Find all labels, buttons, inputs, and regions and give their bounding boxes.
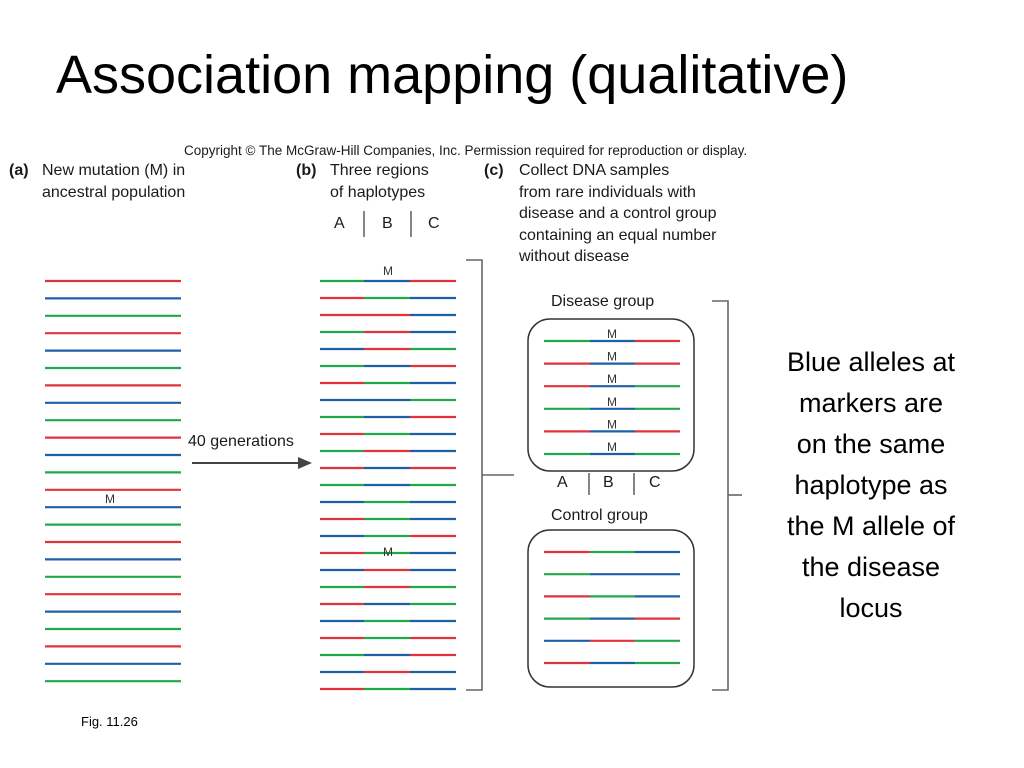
group-region-label-c: C [649, 474, 661, 491]
mutation-marker: M [607, 440, 617, 454]
panel-c-caption-line: containing an equal number [519, 226, 717, 244]
groups-bracket [712, 300, 729, 691]
disease-group-label: Disease group [551, 293, 655, 310]
panel-c-caption-line: disease and a control group [519, 205, 717, 222]
control-group-box [527, 529, 695, 688]
panel-b-caption-line: of haplotypes [330, 183, 426, 201]
side-note: Blue alleles at markers are on the same … [756, 342, 986, 629]
mutation-marker: M [607, 395, 617, 409]
panel-c-caption-line: Collect DNA samples [519, 162, 670, 179]
panel-a-caption: New mutation (M) in ancestral population [42, 160, 185, 203]
mutation-marker: M [383, 264, 393, 278]
mutation-marker: M [105, 492, 115, 506]
panel-c-label: (c) [484, 162, 504, 179]
copyright-notice: Copyright © The McGraw-Hill Companies, I… [184, 143, 748, 158]
side-note-line: markers are [798, 388, 944, 418]
region-label-a: A [334, 215, 345, 232]
panel-a-caption-line: New mutation (M) in [42, 162, 186, 179]
panel-a-caption-line: ancestral population [42, 183, 186, 201]
group-region-label-a: A [557, 474, 568, 491]
panel-c-caption-line: without disease [519, 248, 630, 265]
mutation-marker: M [607, 417, 617, 431]
group-region-label-b: B [603, 474, 614, 491]
arrow-head-icon [298, 457, 312, 469]
region-label-c: C [428, 215, 440, 232]
panel-a-label: (a) [9, 162, 29, 179]
slide-title: Association mapping (qualitative) [56, 45, 849, 105]
figure-caption: Fig. 11.26 [81, 714, 138, 729]
population-bracket [466, 259, 483, 691]
panel-c-caption-line: from rare individuals with [519, 183, 696, 201]
control-group-label: Control group [551, 507, 648, 524]
panel-b-label: (b) [296, 162, 317, 179]
side-note-line: Blue alleles at [786, 347, 956, 377]
generations-label: 40 generations [188, 433, 294, 450]
mutation-marker: M [383, 545, 393, 559]
side-note-line: the M allele of [786, 511, 956, 541]
side-note-line: on the same [796, 429, 946, 459]
region-label-b: B [382, 215, 393, 232]
mutation-marker: M [607, 372, 617, 386]
disease-group-box [527, 318, 695, 472]
side-note-line: the disease [801, 552, 941, 582]
side-note-line: haplotype as [794, 470, 948, 500]
mutation-marker: M [607, 327, 617, 341]
side-note-line: locus [839, 593, 903, 623]
mutation-marker: M [607, 350, 617, 364]
panel-b-caption: Three regions of haplotypes [330, 160, 429, 203]
panel-b-caption-line: Three regions [330, 162, 429, 179]
panel-c-caption: Collect DNA samples from rare individual… [519, 160, 716, 268]
